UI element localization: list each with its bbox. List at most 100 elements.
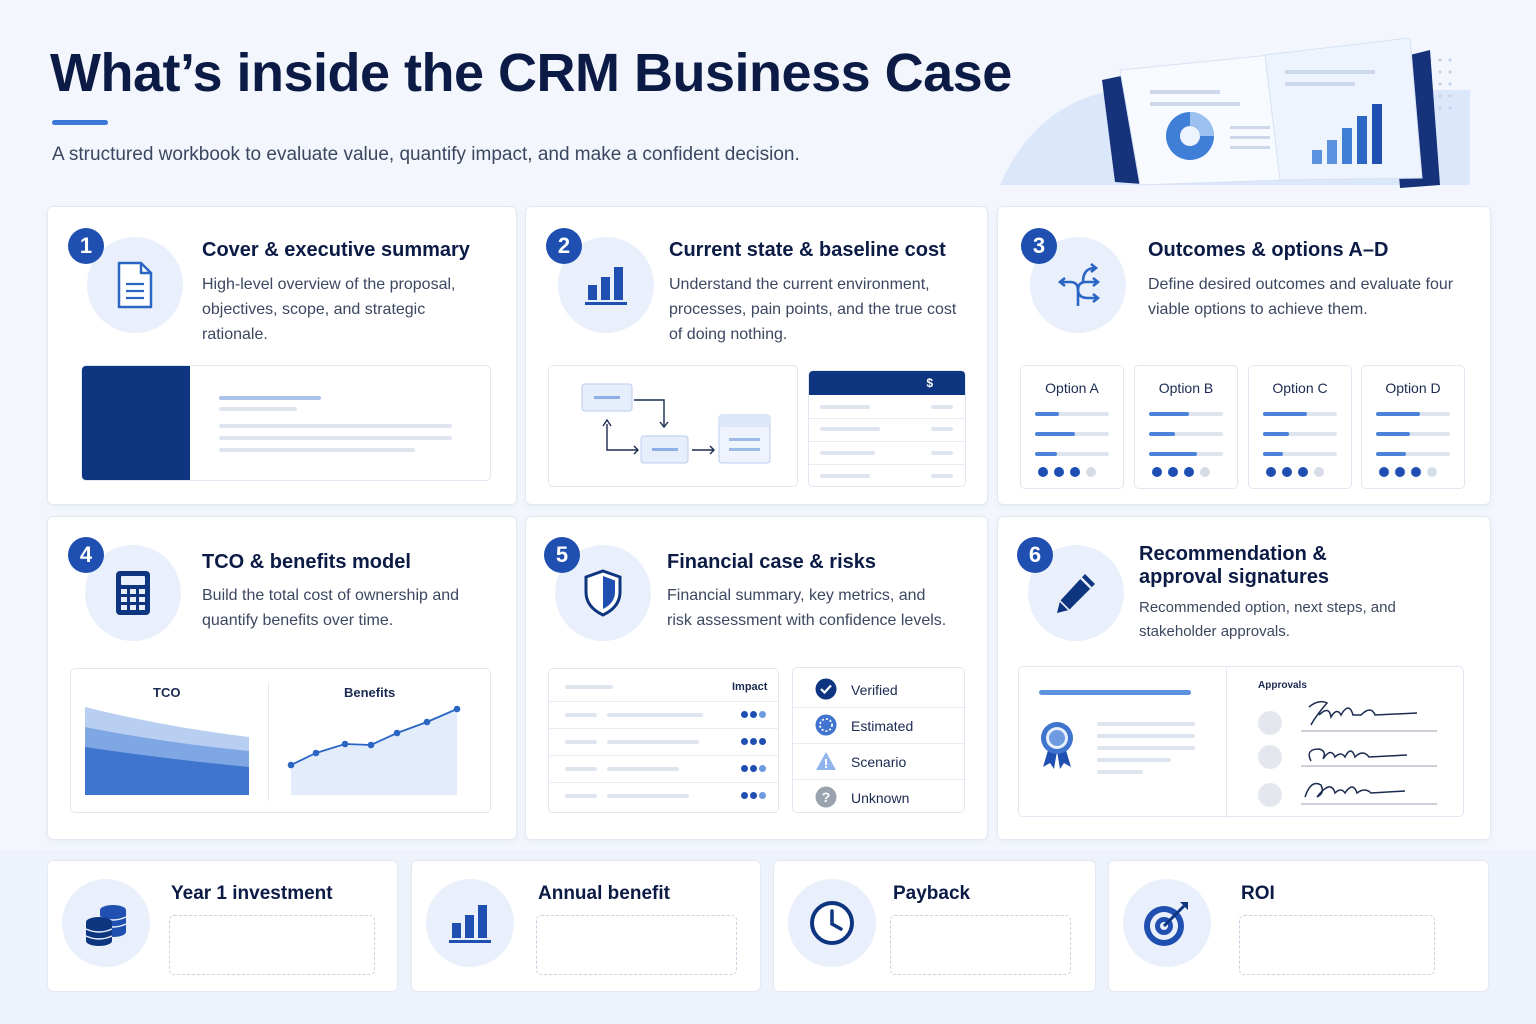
metric-card-annual-benefit[interactable]: Annual benefit: [411, 860, 761, 992]
rating-dot: [1168, 467, 1178, 477]
option-label: Option B: [1158, 380, 1214, 396]
metric-label: Payback: [893, 883, 971, 904]
rating-dot: [1086, 467, 1096, 477]
cover-block: [82, 366, 190, 480]
calculator-icon: [116, 571, 150, 615]
option-label: Option C: [1272, 380, 1328, 396]
rating-dot: [1427, 467, 1437, 477]
coins-icon: [85, 905, 127, 946]
metric-label: Year 1 investment: [171, 883, 333, 904]
svg-text:?: ?: [822, 789, 831, 805]
rating-dot: [1282, 467, 1292, 477]
section-description: Build the total cost of ownership and qu…: [202, 587, 460, 629]
confidence-row: Estimated: [793, 708, 964, 744]
page-subtitle: A structured workbook to evaluate value,…: [52, 144, 800, 165]
flow-diagram-icon: [581, 383, 771, 464]
confidence-label: Estimated: [851, 718, 914, 734]
confidence-label: Scenario: [851, 754, 907, 770]
question-circle-icon: ?: [815, 786, 837, 808]
confidence-label: Verified: [851, 682, 898, 698]
document-icon: [117, 261, 153, 309]
section-number-badge: 1: [68, 228, 104, 264]
triangle-icon: [816, 752, 836, 770]
baseline-table-header: $: [809, 371, 965, 395]
bar-chart-icon: [449, 905, 491, 943]
shield-icon: [584, 569, 622, 617]
metric-label: ROI: [1241, 883, 1275, 904]
currency-label: $: [926, 376, 933, 390]
year1-investment-input[interactable]: [169, 915, 375, 975]
clock-icon: [810, 901, 854, 945]
payback-input[interactable]: [890, 915, 1071, 975]
section-title: TCO & benefits model: [202, 551, 411, 573]
metric-icon-halo: [426, 879, 514, 967]
section-description: Recommended option, next steps, and stak…: [1139, 599, 1396, 640]
baseline-cost-table: $: [808, 370, 966, 487]
workbook-illustration-icon: [1000, 37, 1470, 188]
option-card-b[interactable]: Option B: [1134, 365, 1238, 489]
rating-dot: [1379, 467, 1389, 477]
risk-impact-table: Impact: [548, 668, 779, 813]
check-circle-icon: [815, 678, 837, 700]
metric-icon-halo: [1123, 879, 1211, 967]
target-icon: [1144, 902, 1188, 946]
section-number-badge: 6: [1017, 537, 1053, 573]
option-card-d[interactable]: Option D: [1361, 365, 1465, 489]
rating-dot: [1054, 467, 1064, 477]
cover-page-preview: [81, 365, 491, 481]
rating-dot: [1314, 467, 1324, 477]
award-ribbon-icon: [1041, 722, 1073, 769]
rating-dot: [1411, 467, 1421, 477]
title-underline: [52, 120, 108, 125]
rating-dot: [1395, 467, 1405, 477]
section-description: Define desired outcomes and evaluate fou…: [1148, 276, 1454, 318]
section-number-badge: 2: [546, 228, 582, 264]
approval-document-preview: Approvals: [1018, 666, 1464, 818]
bar-chart-icon: [585, 267, 627, 305]
section-number-badge: 3: [1021, 228, 1057, 264]
signature-lines: [1301, 700, 1437, 805]
option-label: Option A: [1045, 380, 1099, 396]
option-card-a[interactable]: Option A: [1020, 365, 1124, 489]
tco-chart-label: TCO: [153, 685, 181, 700]
metric-card-year1-investment[interactable]: Year 1 investment: [47, 860, 398, 992]
section-number-badge: 5: [544, 537, 580, 573]
rating-dot: [1200, 467, 1210, 477]
process-flow-diagram: [548, 365, 798, 487]
metric-card-roi[interactable]: ROI: [1108, 860, 1489, 992]
section-title: Current state & baseline cost: [669, 239, 946, 261]
benefits-line-chart: [287, 705, 461, 795]
confidence-row: Verified: [793, 672, 964, 708]
rating-dot: [1152, 467, 1162, 477]
rating-dot: [1038, 467, 1048, 477]
section-title: Outcomes & options A–D: [1148, 239, 1389, 261]
option-card-c[interactable]: Option C: [1248, 365, 1352, 489]
annual-benefit-input[interactable]: [536, 915, 737, 975]
metric-label: Annual benefit: [538, 883, 670, 904]
section-number-badge: 4: [68, 537, 104, 573]
rating-dot: [1298, 467, 1308, 477]
metric-icon-halo: [788, 879, 876, 967]
roi-input[interactable]: [1239, 915, 1435, 975]
split-arrows-icon: [1057, 262, 1101, 306]
section-title: Recommendation & approval signatures: [1139, 543, 1330, 588]
pen-icon: [1057, 574, 1095, 613]
metric-icon-halo: [62, 879, 150, 967]
rating-dot: [1070, 467, 1080, 477]
tco-benefits-chart: TCO Benefits: [70, 668, 491, 813]
option-label: Option D: [1385, 380, 1441, 396]
section-description: Financial summary, key metrics, and risk…: [667, 587, 947, 629]
confidence-label: Unknown: [851, 790, 910, 806]
section-title: Financial case & risks: [667, 551, 877, 573]
confidence-legend: Verified Estimated Scenario ? Unknown: [792, 667, 965, 813]
rating-dot: [1266, 467, 1276, 477]
rating-dot: [1184, 467, 1194, 477]
section-title: Cover & executive summary: [202, 239, 470, 261]
metric-card-payback[interactable]: Payback: [773, 860, 1096, 992]
confidence-row: Scenario: [793, 744, 964, 780]
approvals-label: Approvals: [1258, 680, 1307, 691]
tco-area-chart: [85, 707, 249, 795]
benefits-chart-label: Benefits: [344, 685, 396, 700]
confidence-row: ? Unknown: [793, 780, 964, 816]
